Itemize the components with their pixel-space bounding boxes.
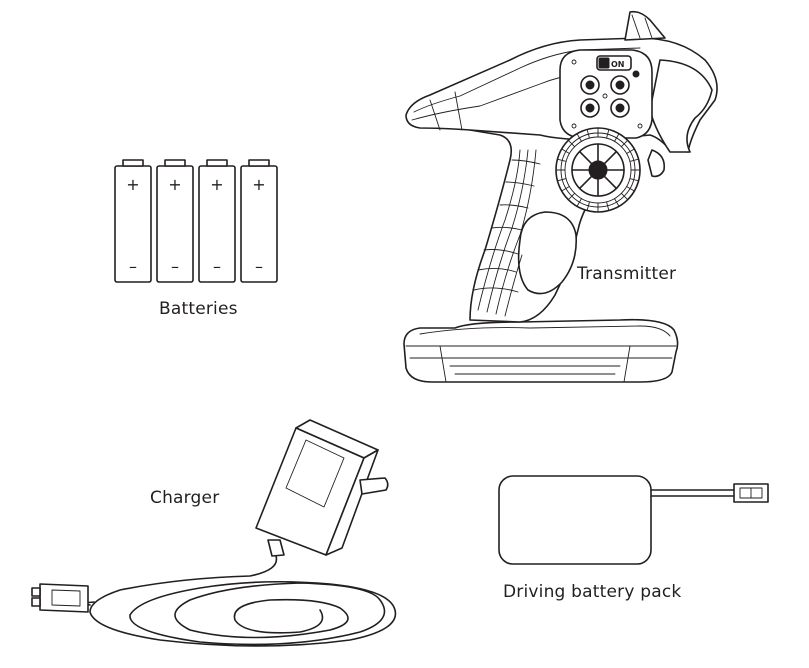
battery-plus-symbol: + <box>252 175 265 194</box>
transmitter-antenna-fin <box>624 10 666 41</box>
battery-plus-symbol: + <box>126 175 139 194</box>
charger-cable <box>57 555 397 647</box>
battery-plus-symbol: + <box>168 175 181 194</box>
transmitter-base <box>403 318 679 383</box>
battery-pack-leads <box>650 489 735 497</box>
power-switch-label: ON <box>611 60 625 69</box>
battery-cell: +– <box>240 159 278 283</box>
batteries-label: Batteries <box>159 299 238 319</box>
battery-minus-symbol: – <box>129 257 137 276</box>
transmitter-label: Transmitter <box>577 264 677 284</box>
driving-battery-pack-label: Driving battery pack <box>503 582 682 602</box>
steering-wheel[interactable] <box>555 127 641 213</box>
control-knobs <box>571 59 643 129</box>
battery-minus-symbol: – <box>213 257 221 276</box>
battery-terminal <box>206 159 228 167</box>
charger-connector <box>39 583 89 613</box>
driving-battery-pack-illustration <box>498 475 769 565</box>
battery-cell: +– <box>156 159 194 283</box>
transmitter-illustration: ON <box>403 10 718 383</box>
batteries-illustration: +–+–+–+– <box>114 159 278 283</box>
charger-label: Charger <box>150 488 220 508</box>
transmitter-trigger-opening <box>517 211 578 295</box>
charger-prong <box>359 477 389 495</box>
battery-terminal <box>248 159 270 167</box>
transmitter-base-detail <box>405 345 677 383</box>
battery-minus-symbol: – <box>255 257 263 276</box>
battery-cell: +– <box>198 159 236 283</box>
charger-body-side <box>325 449 379 556</box>
charger-illustration <box>31 419 397 647</box>
charger-face-panel <box>285 439 345 508</box>
battery-pack-body <box>498 475 652 565</box>
throttle-trigger[interactable] <box>647 149 666 178</box>
battery-plus-symbol: + <box>210 175 223 194</box>
battery-minus-symbol: – <box>171 257 179 276</box>
battery-terminal <box>164 159 186 167</box>
battery-cell: +– <box>114 159 152 283</box>
battery-terminal <box>122 159 144 167</box>
